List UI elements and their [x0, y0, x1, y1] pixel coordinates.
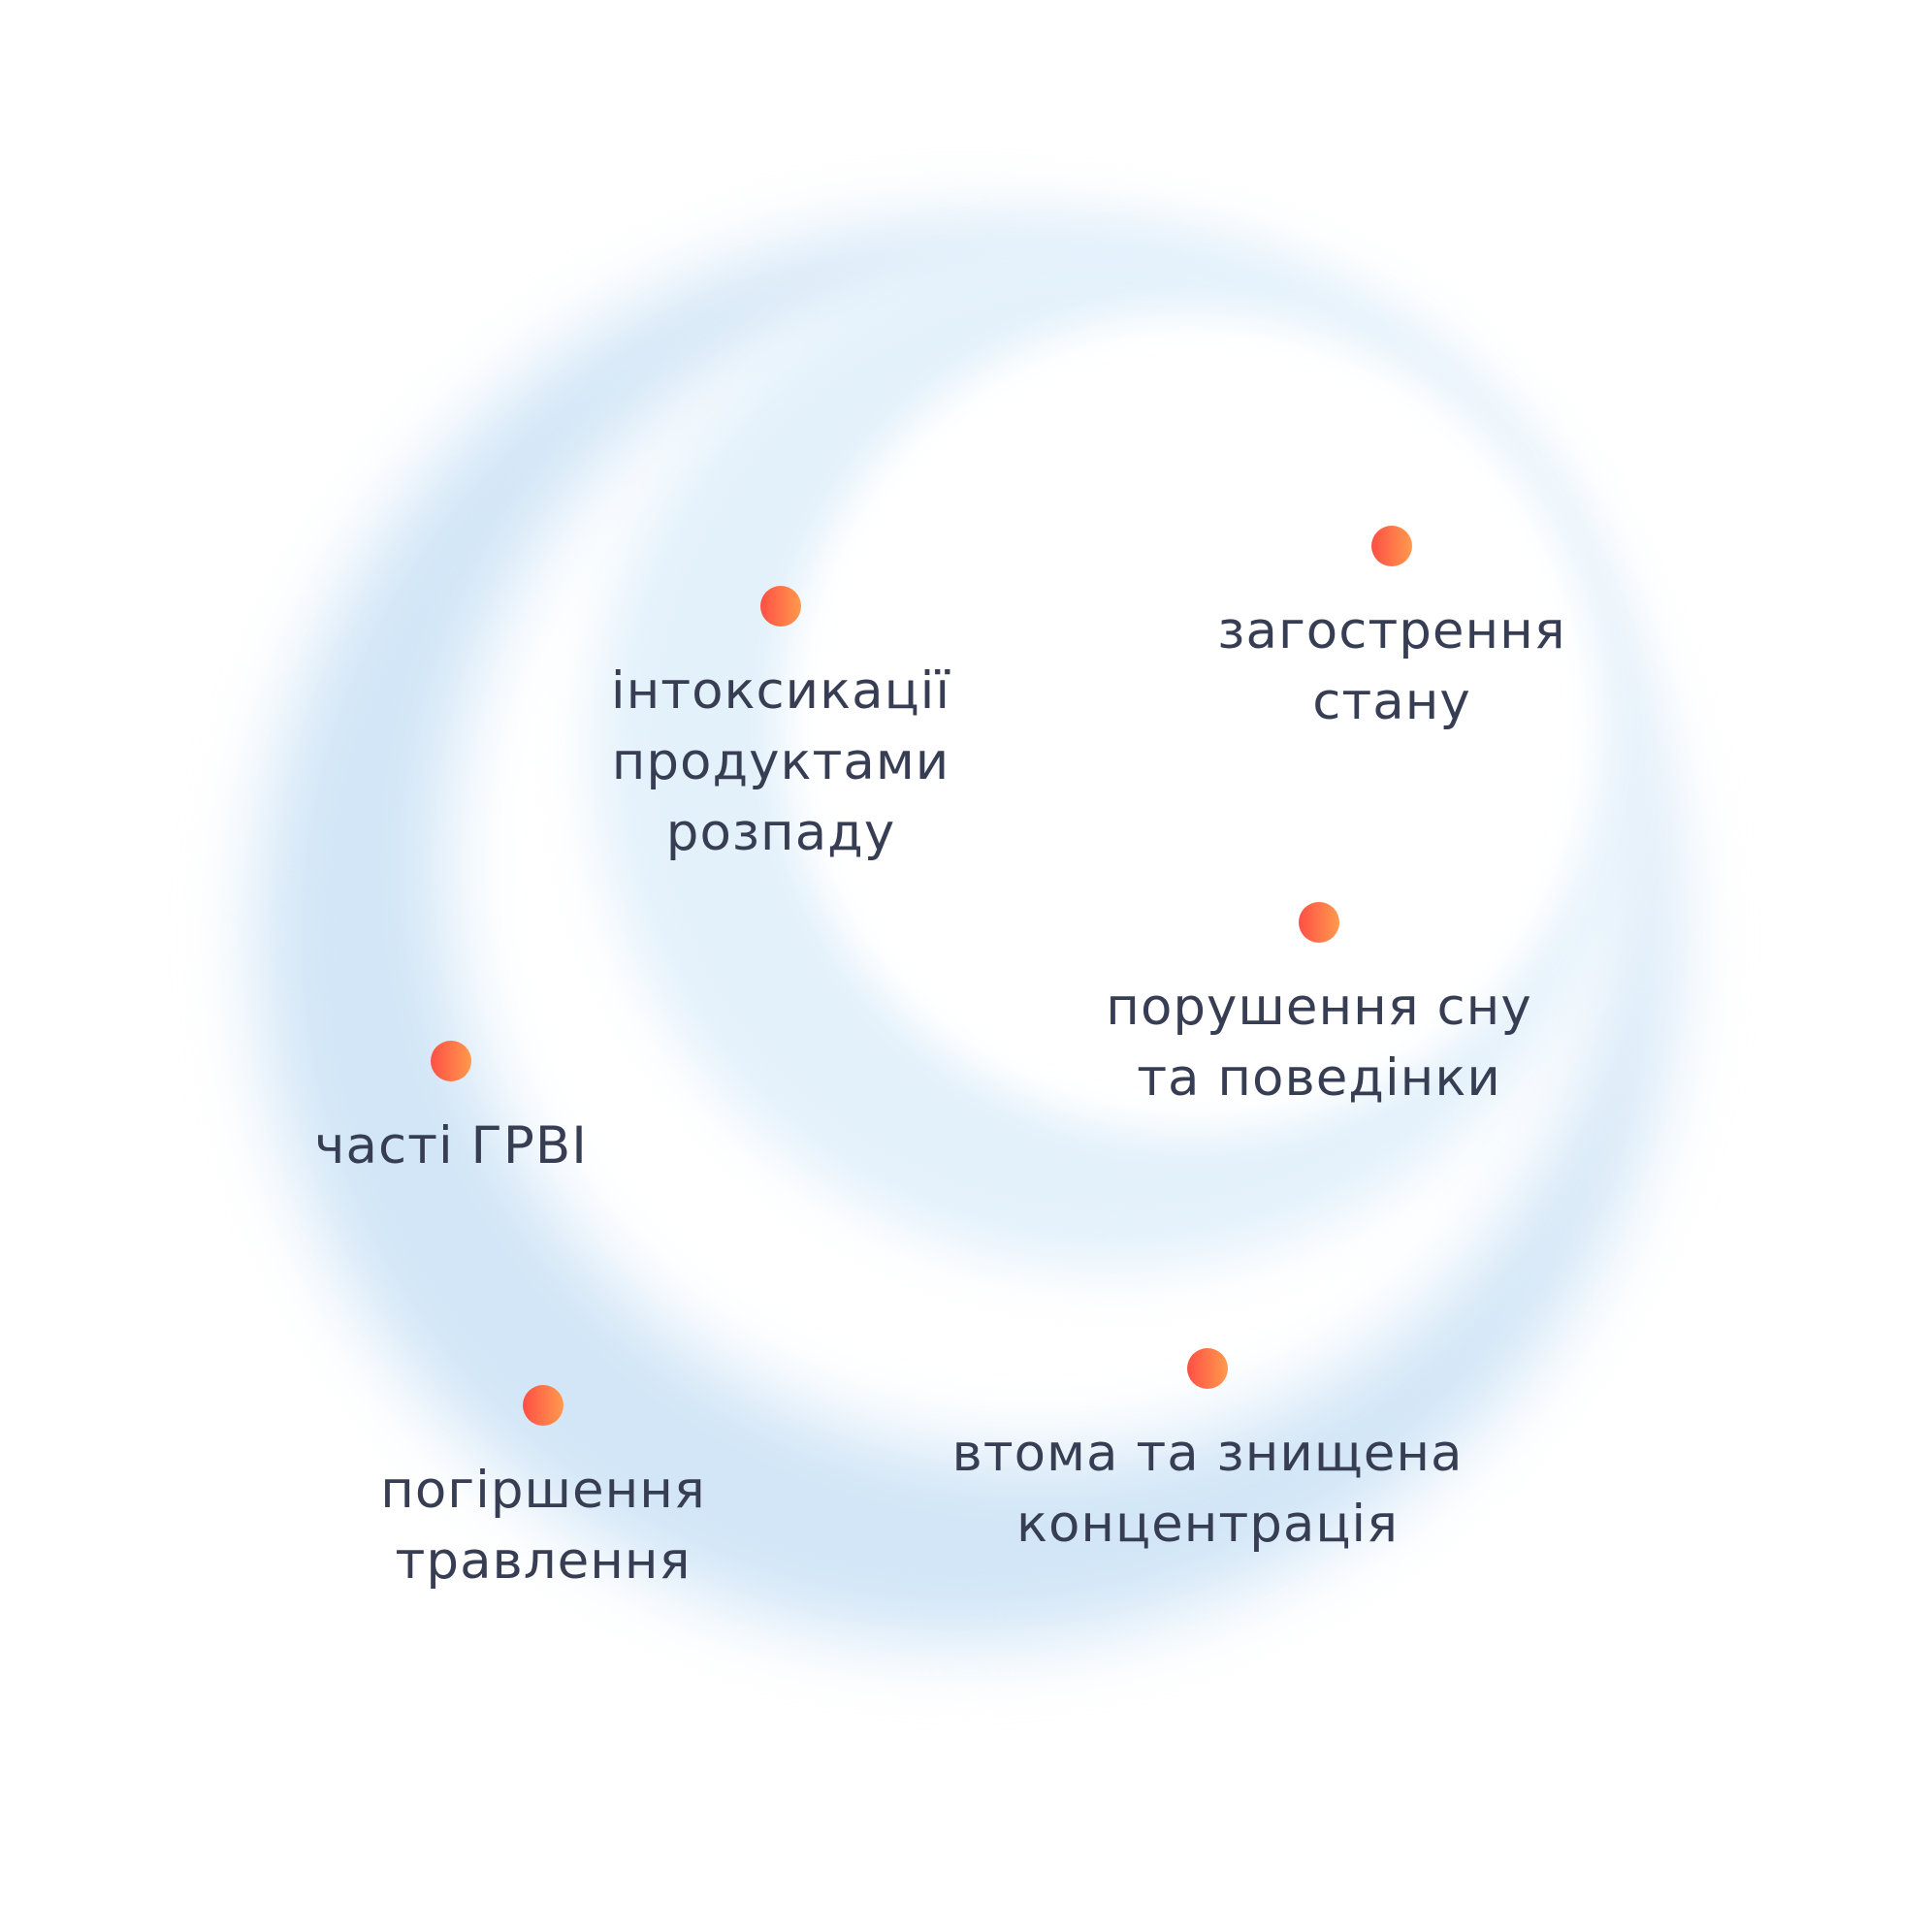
item-label: порушення сну та поведінки: [1106, 978, 1532, 1108]
bullet-dot-icon: [523, 1385, 564, 1426]
item-label: інтоксикації продуктами розпаду: [610, 661, 951, 862]
diagram-item-exacerbation: загострення стану: [1174, 526, 1610, 737]
bullet-dot-icon: [431, 1041, 471, 1081]
item-label: загострення стану: [1217, 601, 1566, 731]
diagram-item-fatigue-concentration: втома та знищена концентрація: [926, 1348, 1489, 1560]
diagram-item-digestion: погіршення травлення: [315, 1385, 771, 1596]
diagram-item-frequent-arvi: часті ГРВІ: [223, 1041, 679, 1181]
item-label: часті ГРВІ: [314, 1116, 588, 1175]
item-label: втома та знищена концентрація: [951, 1424, 1464, 1554]
inner-ring-hole: [781, 310, 1605, 1135]
diagram-item-intoxication: інтоксикації продуктами розпаду: [567, 586, 994, 868]
diagram-item-sleep-behavior: порушення сну та поведінки: [1077, 902, 1562, 1113]
item-label: погіршення травлення: [380, 1461, 706, 1591]
bullet-dot-icon: [1187, 1348, 1228, 1389]
bullet-dot-icon: [760, 586, 801, 627]
bullet-dot-icon: [1299, 902, 1339, 943]
bullet-dot-icon: [1371, 526, 1412, 566]
